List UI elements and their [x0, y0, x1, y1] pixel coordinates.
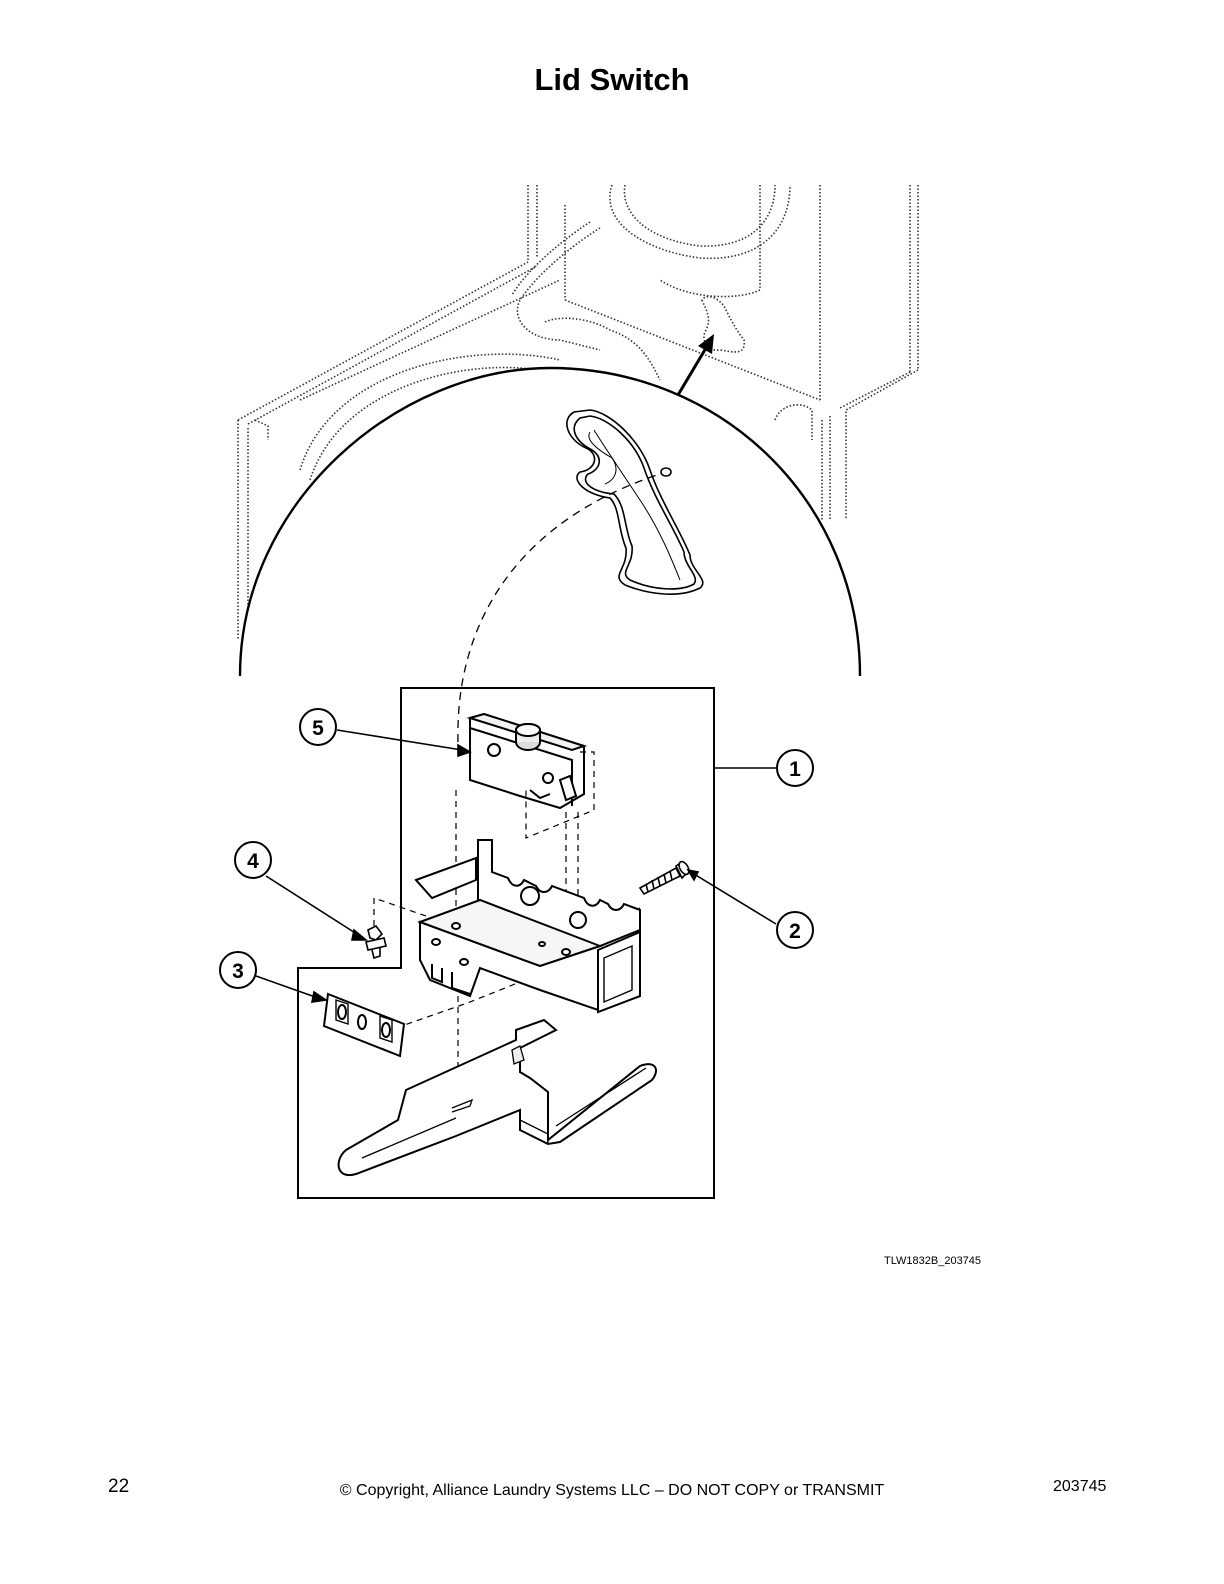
page-number: 22: [108, 1476, 130, 1497]
callout-3: 3: [219, 951, 257, 989]
mounting-bracket-part: [414, 839, 641, 1014]
svg-text:5: 5: [312, 717, 324, 740]
slot-pointer-arrow: [676, 334, 714, 396]
copyright-notice: © Copyright, Alliance Laundry Systems LL…: [339, 1482, 885, 1499]
callout-1: 1: [776, 749, 814, 787]
svg-text:2: 2: [789, 920, 801, 943]
washer-cabinet-ghost: [237, 184, 919, 640]
magnifier-circle: [238, 366, 862, 677]
figure-code: TLW1832B_203745: [884, 1255, 982, 1267]
kit-outline: [297, 687, 715, 1199]
lid-switch-part: [466, 712, 588, 810]
callout-2: 2: [776, 911, 814, 949]
document-number: 203745: [1053, 1478, 1107, 1495]
svg-text:4: 4: [247, 850, 259, 873]
actuator-lever-part: [337, 1018, 657, 1177]
callout-4: 4: [234, 841, 272, 879]
svg-text:1: 1: [789, 758, 801, 781]
slot-detail: [566, 409, 704, 595]
callout-leaders: [255, 729, 777, 1003]
page-title: Lid Switch: [534, 62, 690, 97]
insertion-guide-line: [457, 473, 661, 743]
screw-part: [638, 860, 690, 896]
svg-text:3: 3: [232, 960, 244, 983]
push-rivet-part: [365, 924, 387, 960]
callout-5: 5: [299, 708, 337, 746]
clip-plate-part: [322, 992, 406, 1058]
